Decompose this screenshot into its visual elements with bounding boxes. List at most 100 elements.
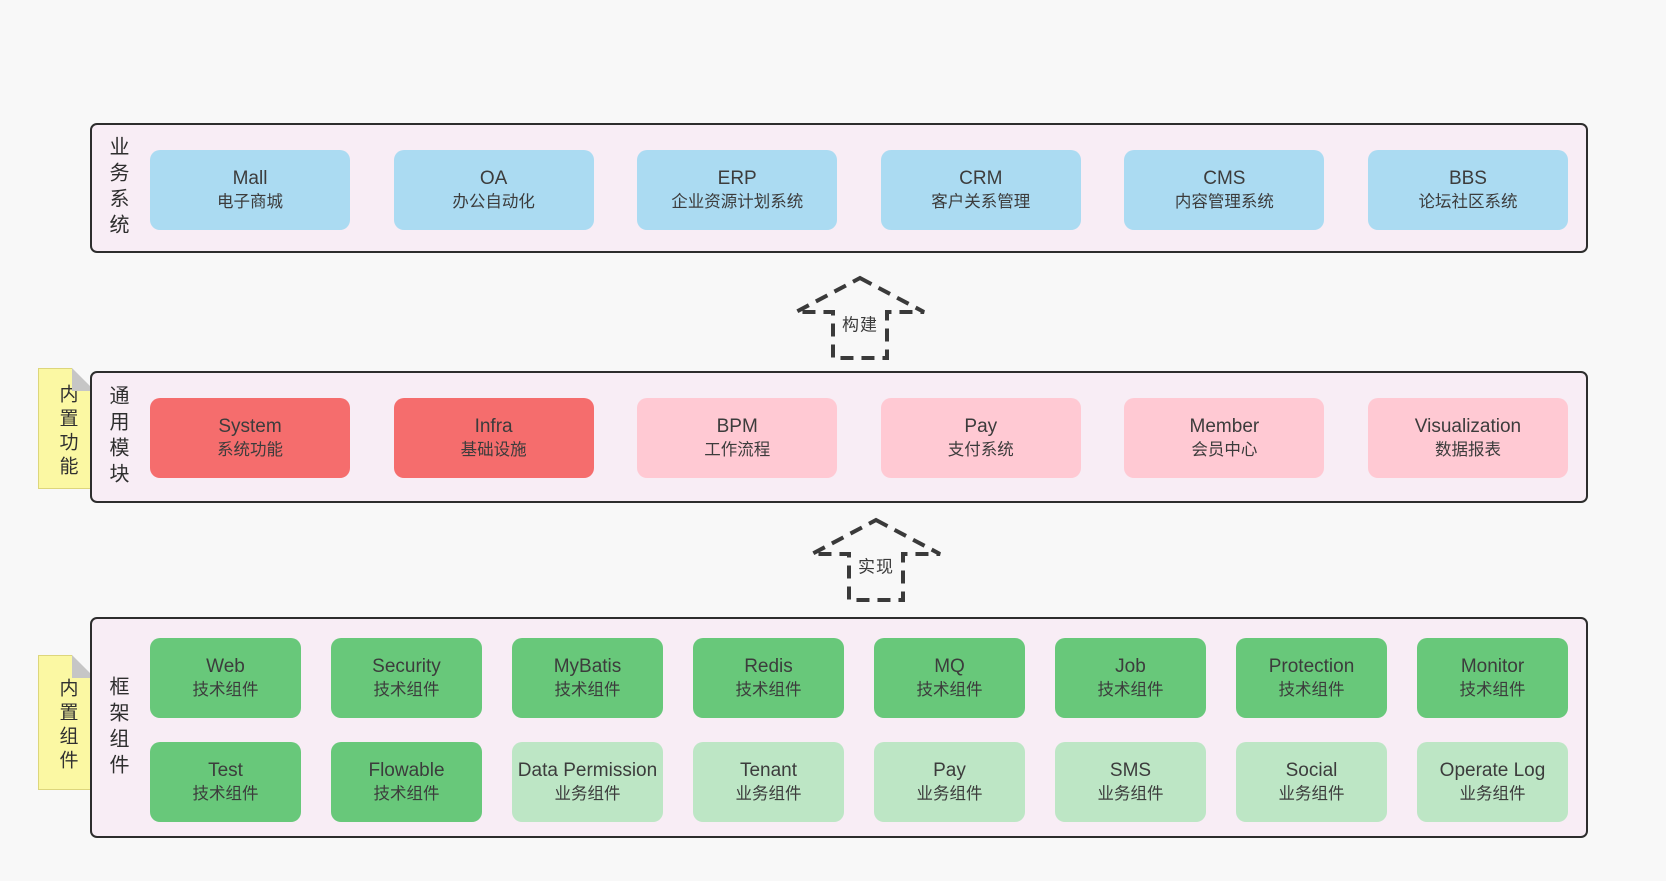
node-data-permission: Data Permission 业务组件 <box>512 742 663 822</box>
node-title: SMS <box>1109 759 1152 781</box>
node-mq: MQ 技术组件 <box>874 638 1025 718</box>
node-protection: Protection 技术组件 <box>1236 638 1387 718</box>
sticky-note-label: 内置组件 <box>56 677 78 774</box>
node-subtitle: 技术组件 <box>192 784 259 803</box>
node-title: Social <box>1285 759 1338 781</box>
build-arrow-label: 构建 <box>839 309 881 337</box>
node-title: Test <box>208 759 243 781</box>
node-title: OA <box>479 167 508 189</box>
node-title: MyBatis <box>553 655 622 677</box>
node-infra: Infra 基础设施 <box>393 398 594 478</box>
node-visualization: Visualization 数据报表 <box>1367 398 1568 478</box>
node-title: Pay <box>933 759 966 781</box>
node-title: BPM <box>716 415 758 437</box>
section-common-modules: 通用模块 System 系统功能 Infra 基础设施 BPM 工作流程 Pay… <box>90 371 1588 503</box>
node-title: ERP <box>717 167 757 189</box>
node-mall: Mall 电子商城 <box>150 150 350 230</box>
node-subtitle: 业务组件 <box>1097 784 1164 803</box>
node-sms: SMS 业务组件 <box>1055 742 1206 822</box>
section-label: 通用模块 <box>106 385 128 489</box>
node-monitor: Monitor 技术组件 <box>1417 638 1568 718</box>
node-title: Data Permission <box>517 759 658 781</box>
node-subtitle: 客户关系管理 <box>931 192 1031 211</box>
implement-arrow: 实现 <box>809 517 943 603</box>
node-subtitle: 技术组件 <box>735 680 802 699</box>
node-subtitle: 支付系统 <box>947 440 1014 459</box>
node-subtitle: 工作流程 <box>704 440 771 459</box>
node-title: Visualization <box>1414 415 1522 437</box>
node-bpm: BPM 工作流程 <box>637 398 838 478</box>
sticky-note-built-in-components: 内置组件 <box>38 655 95 790</box>
node-subtitle: 技术组件 <box>554 680 621 699</box>
node-subtitle: 论坛社区系统 <box>1418 192 1518 211</box>
node-title: MQ <box>934 655 965 677</box>
node-pay-system: Pay 支付系统 <box>880 398 1081 478</box>
node-bbs: BBS 论坛社区系统 <box>1367 150 1568 230</box>
node-subtitle: 技术组件 <box>373 680 440 699</box>
node-subtitle: 业务组件 <box>1278 784 1345 803</box>
node-job: Job 技术组件 <box>1055 638 1206 718</box>
node-subtitle: 电子商城 <box>217 192 283 211</box>
node-row: Mall 电子商城 OA 办公自动化 ERP 企业资源计划系统 CRM 客户关系… <box>150 150 1568 230</box>
node-title: Mall <box>232 167 268 189</box>
node-web: Web 技术组件 <box>150 638 301 718</box>
node-operate-log: Operate Log 业务组件 <box>1417 742 1568 822</box>
node-member: Member 会员中心 <box>1124 398 1325 478</box>
node-title: Pay <box>964 415 998 437</box>
sticky-note-built-in-features: 内置功能 <box>38 368 95 489</box>
node-title: CRM <box>959 167 1003 189</box>
node-subtitle: 企业资源计划系统 <box>671 192 804 211</box>
node-title: System <box>218 415 282 437</box>
node-title: BBS <box>1448 167 1487 189</box>
node-title: Protection <box>1268 655 1355 677</box>
node-title: Monitor <box>1460 655 1525 677</box>
node-subtitle: 数据报表 <box>1434 440 1501 459</box>
node-subtitle: 业务组件 <box>554 784 621 803</box>
section-label: 业务系统 <box>106 136 128 240</box>
node-row: Web 技术组件 Security 技术组件 MyBatis 技术组件 Redi… <box>150 638 1568 718</box>
node-subtitle: 系统功能 <box>217 440 283 459</box>
build-arrow: 构建 <box>793 275 927 361</box>
node-pay-component: Pay 业务组件 <box>874 742 1025 822</box>
node-title: Security <box>372 655 441 677</box>
node-subtitle: 业务组件 <box>916 784 983 803</box>
node-title: Infra <box>474 415 513 437</box>
node-title: Web <box>206 655 245 677</box>
node-redis: Redis 技术组件 <box>693 638 844 718</box>
node-title: Operate Log <box>1439 759 1546 781</box>
node-subtitle: 技术组件 <box>1459 680 1526 699</box>
implement-arrow-label: 实现 <box>855 551 897 579</box>
node-title: Member <box>1189 415 1260 437</box>
node-row: System 系统功能 Infra 基础设施 BPM 工作流程 Pay 支付系统… <box>150 398 1568 478</box>
node-system: System 系统功能 <box>150 398 350 478</box>
node-social: Social 业务组件 <box>1236 742 1387 822</box>
node-crm: CRM 客户关系管理 <box>880 150 1081 230</box>
node-subtitle: 内容管理系统 <box>1174 192 1274 211</box>
node-subtitle: 基础设施 <box>460 440 527 459</box>
node-subtitle: 技术组件 <box>1278 680 1345 699</box>
node-flowable: Flowable 技术组件 <box>331 742 482 822</box>
node-title: Job <box>1115 655 1146 677</box>
node-mybatis: MyBatis 技术组件 <box>512 638 663 718</box>
node-subtitle: 业务组件 <box>1459 784 1526 803</box>
section-business-systems: 业务系统 Mall 电子商城 OA 办公自动化 ERP 企业资源计划系统 CRM… <box>90 123 1588 253</box>
node-tenant: Tenant 业务组件 <box>693 742 844 822</box>
node-subtitle: 会员中心 <box>1191 440 1258 459</box>
node-subtitle: 技术组件 <box>373 784 440 803</box>
node-title: CMS <box>1203 167 1246 189</box>
node-subtitle: 技术组件 <box>1097 680 1164 699</box>
node-security: Security 技术组件 <box>331 638 482 718</box>
section-label: 框架组件 <box>106 675 128 780</box>
node-title: Tenant <box>739 759 798 781</box>
node-row: Test 技术组件 Flowable 技术组件 Data Permission … <box>150 742 1568 822</box>
node-subtitle: 业务组件 <box>735 784 802 803</box>
node-subtitle: 办公自动化 <box>452 192 535 211</box>
node-test: Test 技术组件 <box>150 742 301 822</box>
node-erp: ERP 企业资源计划系统 <box>637 150 838 230</box>
section-framework-components: 框架组件 Web 技术组件 Security 技术组件 MyBatis 技术组件… <box>90 617 1588 838</box>
node-oa: OA 办公自动化 <box>393 150 594 230</box>
node-title: Redis <box>744 655 793 677</box>
node-subtitle: 技术组件 <box>916 680 983 699</box>
node-subtitle: 技术组件 <box>192 680 259 699</box>
